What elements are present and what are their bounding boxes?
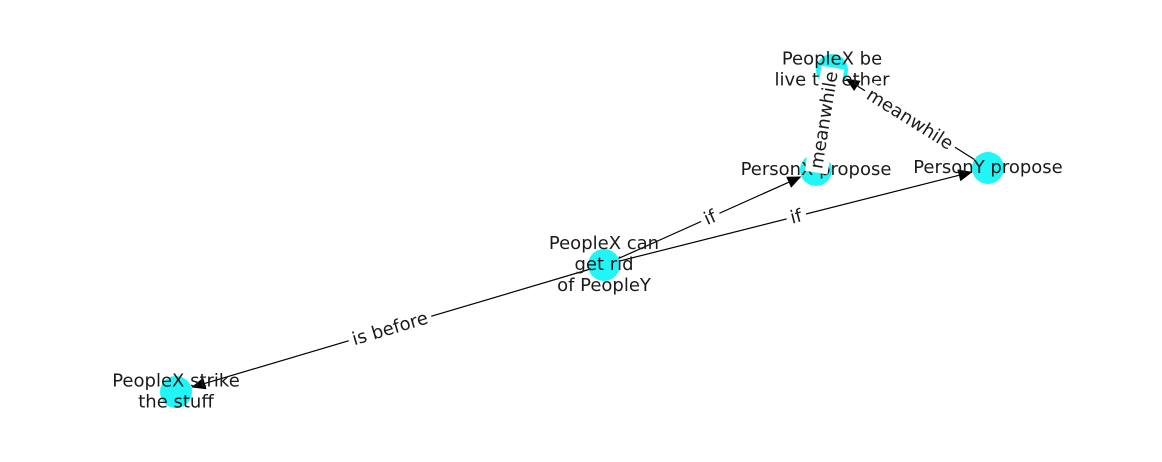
edge-label: is before bbox=[350, 308, 431, 350]
node-strike_stuff bbox=[160, 376, 192, 408]
arrowhead-icon bbox=[957, 169, 973, 182]
node-label-persony_propose: PersonY propose bbox=[913, 157, 1063, 178]
edge-label: meanwhile bbox=[863, 84, 957, 154]
edge-label-background bbox=[858, 81, 961, 158]
edge-label-background bbox=[783, 203, 809, 231]
edge-get_rid-to-personx_propose bbox=[603, 176, 802, 266]
edge-line bbox=[603, 174, 960, 266]
edge-label-group: if bbox=[783, 203, 809, 231]
edge-get_rid-to-persony_propose bbox=[603, 169, 973, 266]
node-label-live_together: PeopleX be bbox=[782, 49, 882, 70]
node-label-get_rid: of PeopleY bbox=[557, 275, 652, 296]
edge-label-group: is before bbox=[345, 305, 435, 353]
edge-label-group: meanwhile bbox=[858, 81, 961, 158]
edge-line bbox=[603, 181, 789, 266]
edge-label-background bbox=[696, 203, 725, 233]
node-label-strike_stuff: PeopleX strike bbox=[112, 371, 240, 392]
node-persony_propose bbox=[972, 152, 1004, 184]
edge-label-background bbox=[804, 65, 845, 175]
edge-label-group: if bbox=[696, 203, 725, 233]
arrowhead-icon bbox=[786, 176, 802, 188]
node-label-strike_stuff: the stuff bbox=[138, 392, 214, 413]
arrowhead-icon bbox=[191, 377, 207, 390]
node-label-get_rid: get rid bbox=[574, 254, 633, 275]
node-label-get_rid: PeopleX can bbox=[549, 233, 659, 254]
edge-label-background bbox=[345, 305, 435, 353]
arrowhead-icon bbox=[845, 78, 861, 91]
node-get_rid bbox=[588, 249, 620, 281]
